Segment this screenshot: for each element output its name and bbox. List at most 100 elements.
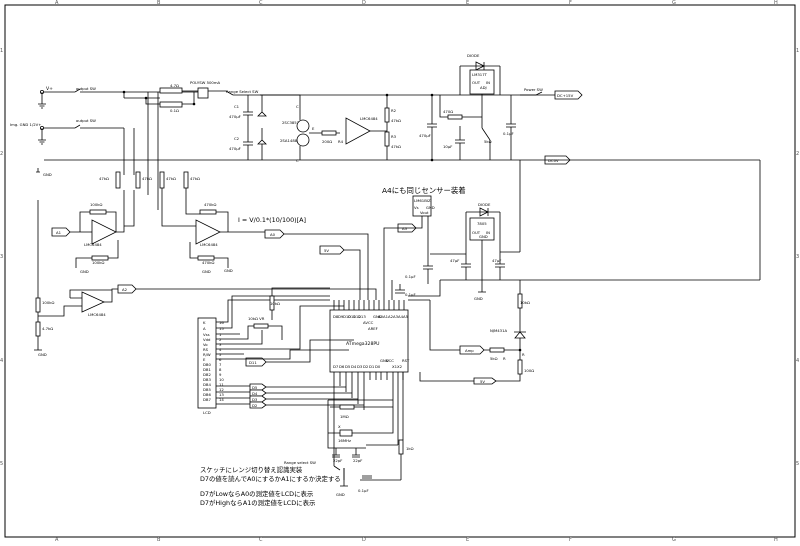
pin-d0: D0 [375,364,381,369]
col-e: E [466,0,469,6]
opamp-a0 [195,219,221,245]
pin-a2: A2 [388,314,394,319]
crystal-16mhz [339,429,353,437]
junction-5 [430,93,434,97]
diode-mid [466,207,500,217]
pin-x2: X2 [397,364,403,369]
dc15v-label: DC+15V [557,93,574,98]
output-sw-2-label: output SW [76,118,96,123]
tag-d11-label: D11 [249,360,257,365]
r-470ohm-label: 470Ω [443,109,453,114]
lm317-label: LM317T [472,72,488,77]
tag-amp-label: Amp [465,348,474,353]
r47k-4-label: 47kΩ [190,176,200,181]
njm431-label: NJM431A [490,328,507,333]
pin-a1: A1 [383,314,389,319]
resistor-1k [398,439,404,455]
range-sw-label: Range select SW [284,460,316,465]
lcd-pin-db7: DB7 [203,397,212,402]
tag-d3-label: D3 [252,397,258,402]
lcd-data-tags: D5 D4 D3 D2 [249,383,267,409]
pin-d3: D3 [357,364,363,369]
reg-7805-pin-out: OUT [472,230,481,235]
tag-5v-top [319,245,345,255]
lcd-pin-a: A [203,326,206,331]
col-c: C [259,0,263,6]
q2-label: 2SA1488 [280,138,298,143]
lcd-pin-db5: DB5 [203,387,212,392]
regulator-5v-section: A4にも同じセンサー装着 LM61BIZ Vs Vout GND A3 0.1μ… [136,160,760,301]
resistor-100k-a [89,209,107,215]
crystal-x-label: X [338,424,341,429]
potentiometer-vr [253,323,269,329]
resistor-470k-b [197,255,215,261]
lcd-section: LCD K A Vss Vdd Vo RS R/W E DB0 DB1 DB2 … [197,268,364,415]
mcu-bottom-pins: D7 D6 D5 D4 D3 D2 D1 D0 GND VCC X1 X2 RS… [333,358,410,369]
sense-amp-section: 47kΩ 47kΩ 47kΩ 47kΩ 100kΩ LMC6484 A1 100… [34,128,306,357]
tag-d5-label: D5 [252,385,258,390]
lcd-num-11: 11 [219,382,224,387]
resistor-0-1ohm [159,101,183,108]
gnd-symbol-right [478,280,486,293]
pin-a4: A4 [398,314,404,319]
pin-rst: RST [402,358,410,363]
pin-aref: AREF [368,326,378,331]
mcu-pin-leads [333,300,405,445]
r3-label: R3 [391,134,397,139]
tag-d11 [245,357,267,367]
opamp-top-label: LMC6484 [360,116,378,121]
r-label-1: R [503,356,506,361]
resistor-r3 [384,131,390,147]
shunt-section: 4.7Ω 0.1Ω POLYSW 500mA Range Select SW [122,80,260,210]
atmega328-chip [329,309,409,373]
mcu-top-pins: D8 D9 D10 D11 D12 D13 AVCC AREF GND A0 A… [333,314,409,331]
lm317-regulator [469,69,495,95]
lcd-num-8: 8 [219,367,222,372]
lm317-pin-in: IN [486,80,490,85]
resistor-100 [517,359,523,375]
r3-value: 47kΩ [391,144,401,149]
c2-value: 470μF [229,146,241,151]
q1-c-label: C [296,104,299,109]
lcd-num-7: 7 [219,362,222,367]
junction-3 [192,102,196,106]
pin-d1: D1 [369,364,375,369]
a4-note: A4にも同じセンサー装着 [382,186,466,195]
lm317-wires [439,66,501,160]
gnd-symbol-1 [38,92,46,109]
range-switch [333,386,345,480]
col-d: D [362,0,366,6]
tag-d2 [249,401,267,409]
r-5k-label: 5kΩ [490,356,498,361]
opamp-a2-label: LMC6484 [88,312,106,317]
c-01-mid2-label: 0.1μF [405,292,416,297]
tag-a2-label: A2 [122,287,128,292]
col-f: F [569,0,572,6]
lcd-num-3: 3 [219,342,222,347]
lcd-pin-db4: DB4 [203,382,212,387]
pin-vcc: VCC [386,358,394,363]
tag-a1 [51,227,71,237]
lm317-pin-adj: ADJ [480,85,487,90]
opamp-a0-label: LMC6484 [200,242,218,247]
mcu-label: ATmega328PU [346,341,380,347]
row-2: 2 [0,151,3,157]
lcd-pin-db6: DB6 [203,392,212,397]
diodes-bridge [257,95,267,160]
range-select-label: Range Select SW [226,89,259,94]
tag-d4-label: D4 [252,391,258,396]
lcd-module [197,317,217,409]
column-ruler-bottom: A B C D E F G H [55,537,778,543]
pin-d11: D11 [348,314,356,319]
col-a: A [55,0,59,6]
pin-d2: D2 [363,364,369,369]
r47k-2-label: 47kΩ [142,176,152,181]
r4-label: R4 [338,139,344,144]
resistor-4-7k [35,321,41,337]
reset-wires [360,372,404,481]
pin-d10: D10 [343,314,351,319]
r100k-b-label: 100kΩ [92,260,104,265]
resistor-47k-3 [159,171,165,189]
opamp-a1-wires [70,195,135,268]
border-frame [4,4,796,538]
